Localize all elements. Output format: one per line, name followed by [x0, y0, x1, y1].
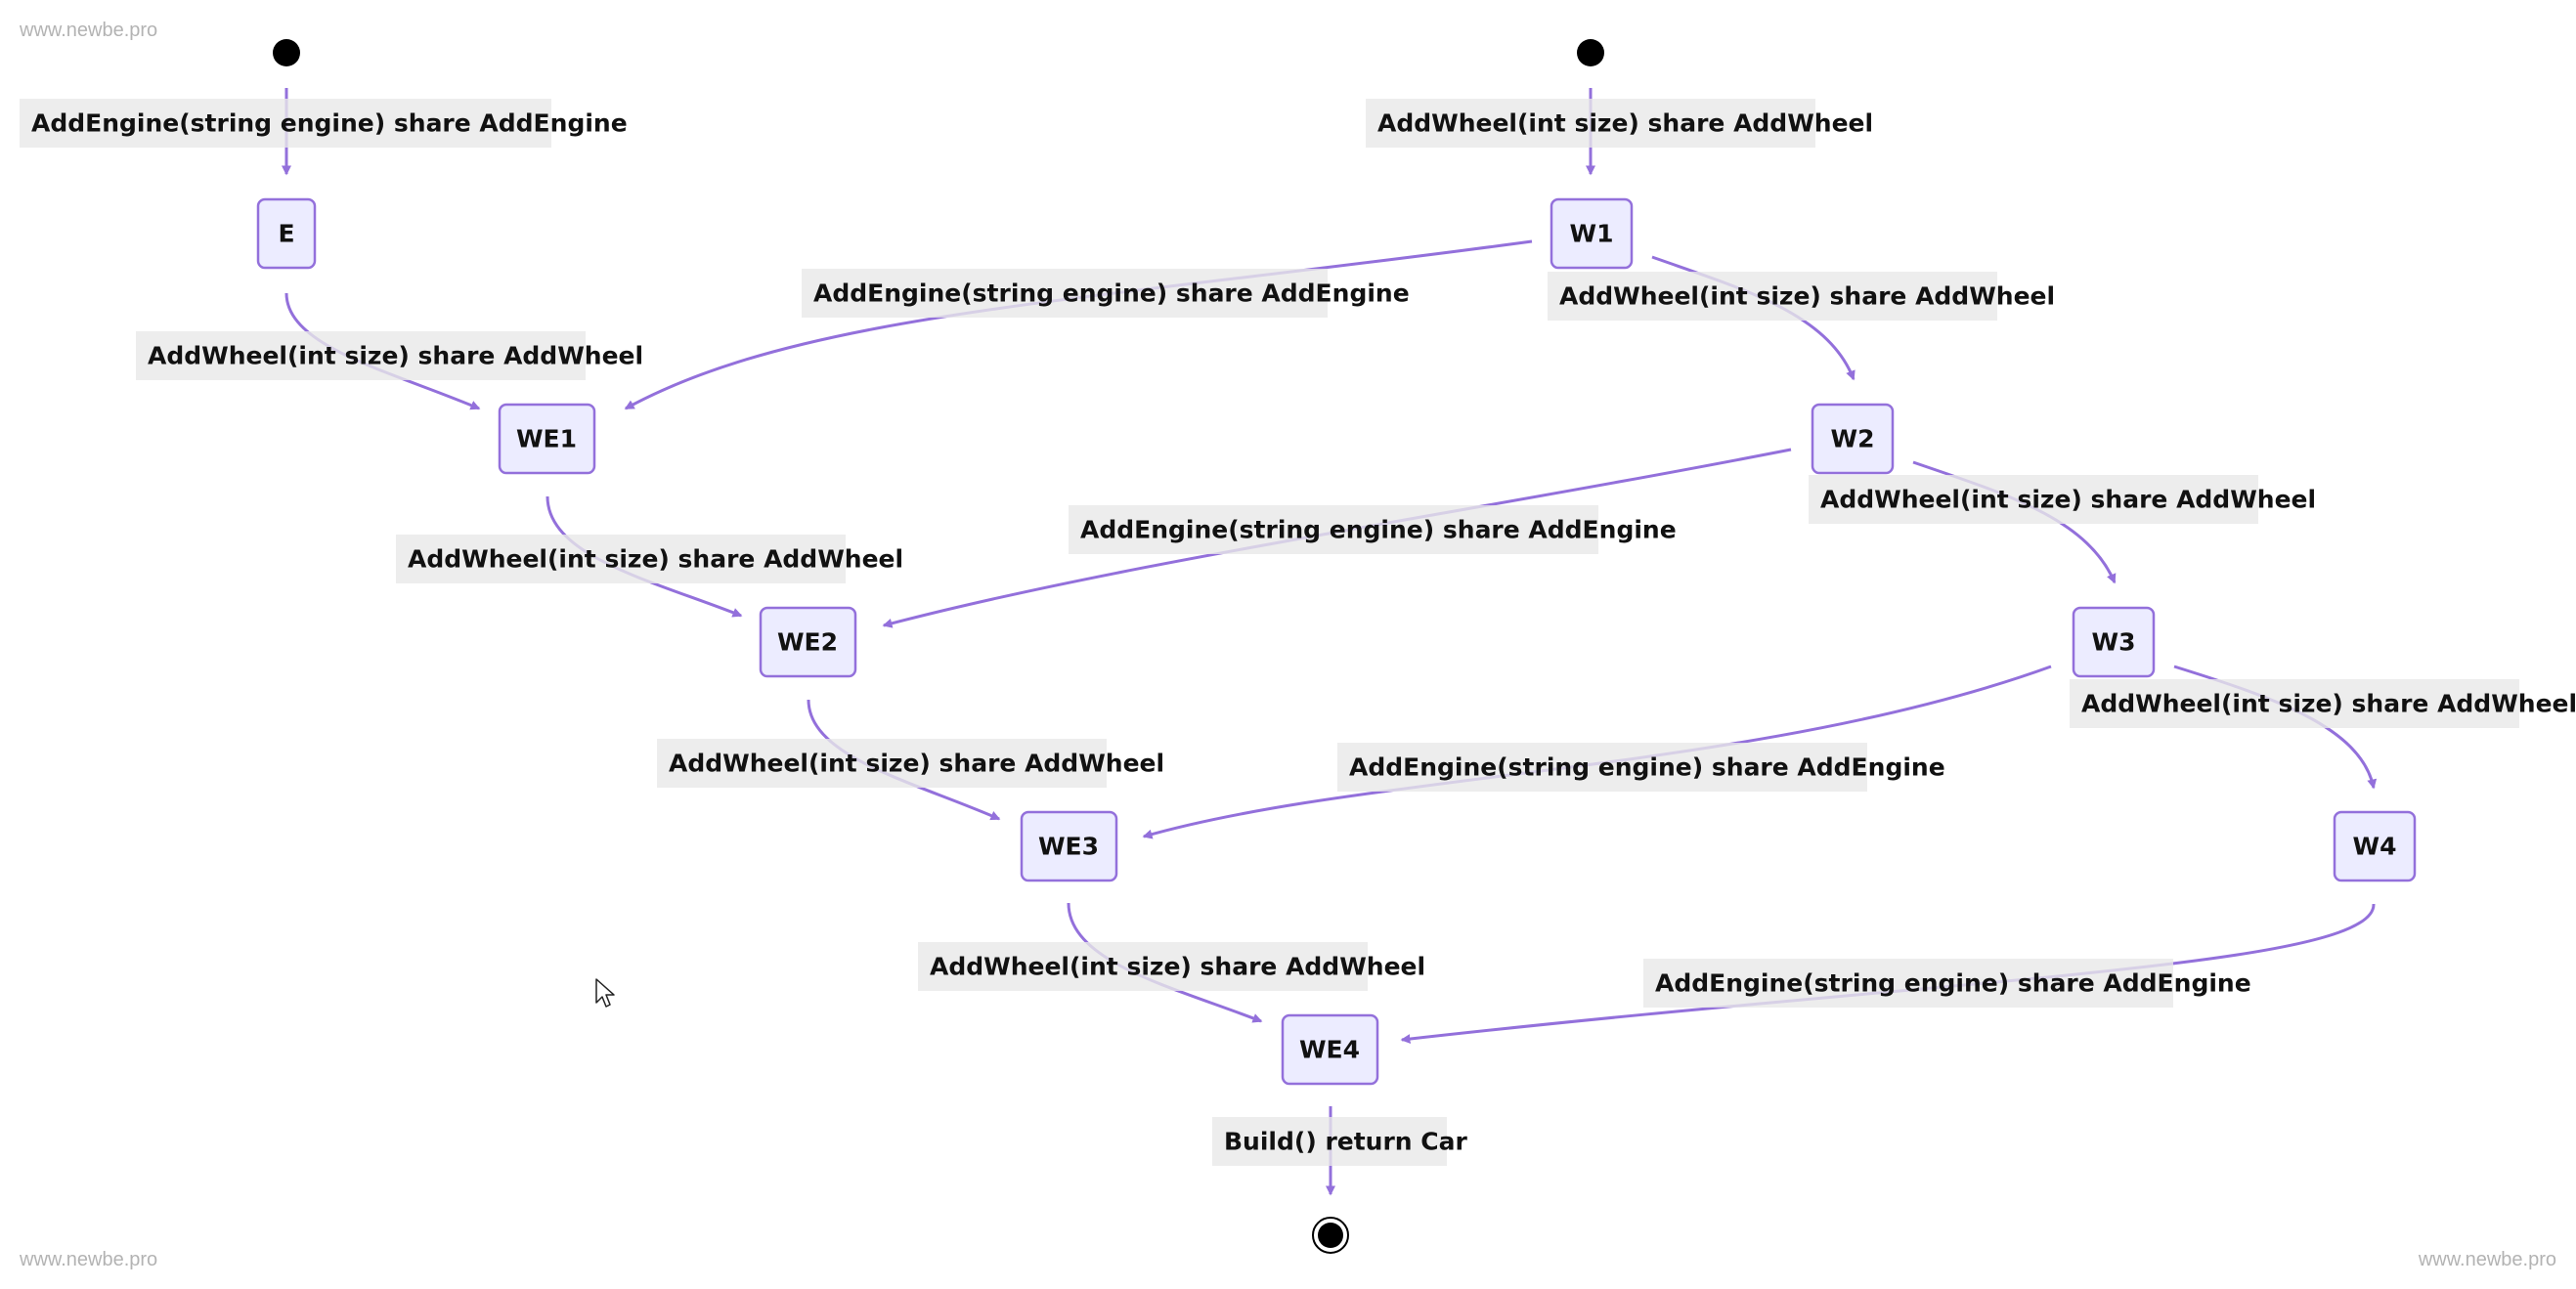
watermark-top-left: www.newbe.pro	[19, 20, 157, 41]
state-WE4: WE4	[1281, 1013, 1379, 1086]
state-W1: W1	[1550, 197, 1634, 270]
watermark-bottom-right: www.newbe.pro	[2418, 1249, 2556, 1270]
svg-text:AddEngine(string engine) share: AddEngine(string engine) share AddEngine	[31, 109, 628, 138]
edge-label: AddWheel(int size) share AddWheel	[136, 331, 643, 380]
state-WE2-label: WE2	[777, 628, 838, 657]
svg-text:Build() return Car: Build() return Car	[1224, 1128, 1468, 1156]
edge-W1-to-WE1	[624, 239, 1533, 410]
state-WE1: WE1	[498, 403, 596, 475]
svg-text:AddWheel(int size) share AddWh: AddWheel(int size) share AddWheel	[1377, 109, 1873, 138]
pseudo-states	[273, 39, 1604, 1254]
svg-text:AddWheel(int size) share AddWh: AddWheel(int size) share AddWheel	[148, 342, 643, 370]
transition-labels: AddEngine(string engine) share AddEngine…	[20, 99, 2576, 1166]
state-E: E	[256, 197, 317, 270]
edge-label: AddWheel(int size) share AddWheel	[1548, 272, 2055, 321]
edge-label: AddWheel(int size) share AddWheel	[1809, 475, 2316, 524]
edge-label: AddWheel(int size) share AddWheel	[2070, 679, 2576, 728]
svg-text:AddWheel(int size) share AddWh: AddWheel(int size) share AddWheel	[1820, 486, 2316, 514]
state-W2-label: W2	[1831, 425, 1875, 453]
state-WE2: WE2	[759, 606, 857, 678]
svg-text:AddEngine(string engine) share: AddEngine(string engine) share AddEngine	[1080, 516, 1677, 544]
state-WE3: WE3	[1020, 810, 1118, 882]
edge-label: AddWheel(int size) share AddWheel	[657, 739, 1164, 788]
svg-text:AddWheel(int size) share AddWh: AddWheel(int size) share AddWheel	[408, 545, 903, 574]
edge-label: AddWheel(int size) share AddWheel	[1366, 99, 1873, 148]
state-W3: W3	[2072, 606, 2156, 678]
edge-label: AddEngine(string engine) share AddEngine	[1337, 743, 1945, 792]
state-WE4-label: WE4	[1299, 1036, 1360, 1064]
start-state-right	[1577, 39, 1604, 66]
svg-text:AddEngine(string engine) share: AddEngine(string engine) share AddEngine	[1349, 753, 1945, 782]
state-WE1-label: WE1	[516, 425, 577, 453]
edge-label: AddEngine(string engine) share AddEngine	[1643, 959, 2251, 1008]
edge-label: AddEngine(string engine) share AddEngine	[802, 269, 1410, 318]
edge-label: Build() return Car	[1212, 1117, 1468, 1166]
end-state	[1312, 1217, 1349, 1254]
edge-label: AddWheel(int size) share AddWheel	[396, 535, 903, 583]
state-W1-label: W1	[1570, 220, 1614, 248]
edge-label: AddEngine(string engine) share AddEngine	[1069, 505, 1677, 554]
mouse-cursor-icon	[595, 978, 615, 1008]
svg-text:AddEngine(string engine) share: AddEngine(string engine) share AddEngine	[813, 279, 1410, 308]
state-W2: W2	[1811, 403, 1895, 475]
state-nodes: E W1 WE1 W2 WE2 W3 WE3 W4	[256, 197, 2417, 1086]
state-E-label: E	[278, 220, 294, 248]
svg-text:AddWheel(int size) share AddWh: AddWheel(int size) share AddWheel	[930, 953, 1425, 981]
svg-text:AddWheel(int size) share AddWh: AddWheel(int size) share AddWheel	[2081, 690, 2576, 718]
svg-text:AddWheel(int size) share AddWh: AddWheel(int size) share AddWheel	[669, 750, 1164, 778]
watermark-bottom-left: www.newbe.pro	[19, 1249, 157, 1270]
state-W3-label: W3	[2092, 628, 2136, 657]
start-state-left	[273, 39, 300, 66]
edge-label: AddWheel(int size) share AddWheel	[918, 942, 1425, 991]
svg-text:AddWheel(int size) share AddWh: AddWheel(int size) share AddWheel	[1559, 282, 2055, 311]
svg-text:AddEngine(string engine) share: AddEngine(string engine) share AddEngine	[1655, 969, 2251, 998]
state-W4-label: W4	[2353, 833, 2397, 861]
state-W4: W4	[2333, 810, 2417, 882]
state-WE3-label: WE3	[1038, 833, 1099, 861]
edge-label: AddEngine(string engine) share AddEngine	[20, 99, 628, 148]
